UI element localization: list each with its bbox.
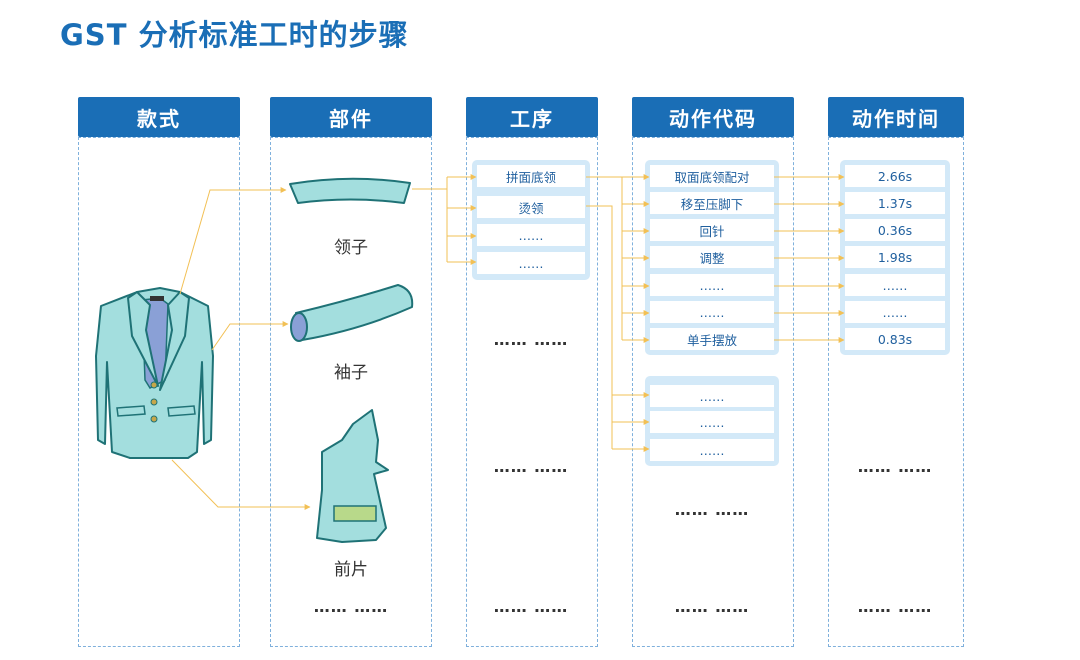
column-style	[78, 137, 240, 647]
motion-code-cell: ……	[650, 439, 774, 461]
header-motion-time: 动作时间	[828, 97, 964, 137]
sleeve-illustration	[290, 284, 414, 342]
motion-time-cell: ……	[845, 301, 945, 323]
process-cell: 拼面底领	[477, 165, 585, 187]
header-style: 款式	[78, 97, 240, 137]
page-title: GST 分析标准工时的步骤	[60, 18, 409, 52]
process-cell: ……	[477, 224, 585, 246]
part-label-collar: 领子	[334, 238, 368, 258]
motion-time-cell: 1.37s	[845, 192, 945, 214]
motion-to-time-connectors	[774, 174, 845, 343]
ellipsis: …… ……	[493, 457, 569, 476]
motion-code-cell: 调整	[650, 246, 774, 268]
ellipsis: …… ……	[857, 457, 933, 476]
style-to-part-connectors	[171, 187, 311, 510]
motion-code-cell: 单手摆放	[650, 328, 774, 350]
motion-code-cell: ……	[650, 274, 774, 296]
process-to-motion-connectors	[586, 174, 650, 452]
motion-time-cell: 0.36s	[845, 219, 945, 241]
motion-code-cell: 回针	[650, 219, 774, 241]
motion-code-cell: ……	[650, 385, 774, 407]
motion-time-cell: 2.66s	[845, 165, 945, 187]
ellipsis: …… ……	[493, 330, 569, 349]
motion-code-group: 取面底领配对 移至压脚下 回针 调整 …… …… 单手摆放	[645, 160, 779, 355]
ellipsis: …… ……	[313, 597, 389, 616]
header-process: 工序	[466, 97, 598, 137]
ellipsis: …… ……	[857, 597, 933, 616]
motion-code-group-2: …… …… ……	[645, 376, 779, 466]
front-panel-illustration	[316, 409, 389, 543]
process-cell: ……	[477, 252, 585, 274]
motion-time-cell: 0.83s	[845, 328, 945, 350]
collar-illustration	[289, 177, 411, 204]
motion-code-cell: 取面底领配对	[650, 165, 774, 187]
motion-time-cell: 1.98s	[845, 246, 945, 268]
column-process	[466, 137, 598, 647]
ellipsis: …… ……	[674, 500, 750, 519]
motion-code-cell: 移至压脚下	[650, 192, 774, 214]
motion-time-group: 2.66s 1.37s 0.36s 1.98s …… …… 0.83s	[840, 160, 950, 355]
process-cell: 烫领	[477, 196, 585, 218]
header-motion-code: 动作代码	[632, 97, 794, 137]
part-label-front-panel: 前片	[334, 560, 368, 580]
motion-code-cell: ……	[650, 411, 774, 433]
ellipsis: …… ……	[493, 597, 569, 616]
motion-time-cell: ……	[845, 274, 945, 296]
motion-code-cell: ……	[650, 301, 774, 323]
column-part	[270, 137, 432, 647]
part-label-sleeve: 袖子	[334, 363, 368, 383]
column-motion-code	[632, 137, 794, 647]
ellipsis: …… ……	[674, 597, 750, 616]
part-to-process-connectors	[412, 174, 477, 265]
column-motion-time	[828, 137, 964, 647]
header-part: 部件	[270, 97, 432, 137]
process-group: 拼面底领 烫领 …… ……	[472, 160, 590, 280]
jacket-illustration	[95, 287, 214, 459]
